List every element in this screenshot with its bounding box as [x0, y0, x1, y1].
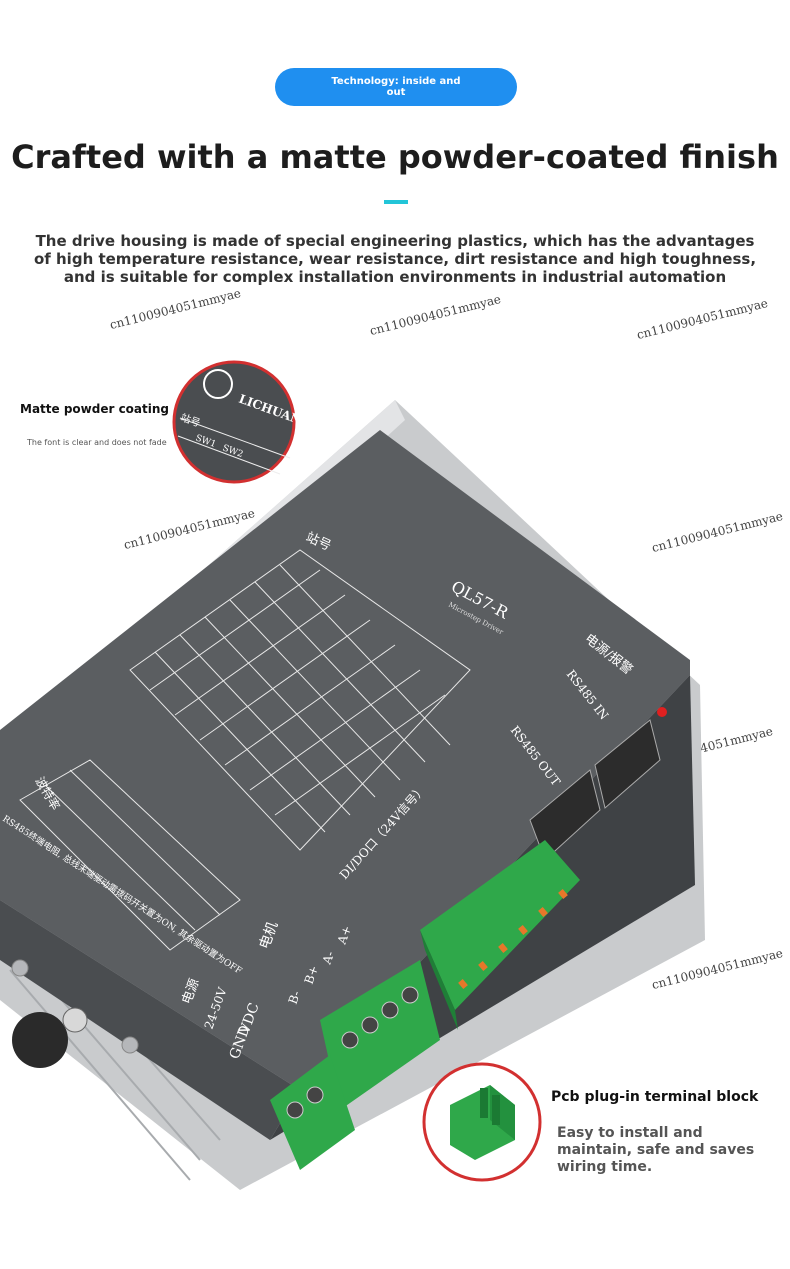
- power-led: [657, 707, 667, 717]
- technology-badge: Technology: inside and out: [275, 68, 517, 106]
- brand-logo-icon: [203, 369, 233, 399]
- coating-callout-subtitle: The font is clear and does not fade: [27, 438, 167, 447]
- driver-body-top: [0, 430, 690, 1090]
- coating-zoom-circle: LICHUAN 站号 SW1 SW2: [172, 360, 298, 484]
- description: The drive housing is made of special eng…: [33, 232, 757, 286]
- pcb-callout-title: Pcb plug-in terminal block: [551, 1089, 759, 1105]
- rj45-ports: [529, 719, 661, 861]
- watermark: cn1100904051mmyae: [368, 291, 503, 339]
- terminal-block-motor: [320, 960, 440, 1110]
- watermark: cn1100904051mmyae: [108, 285, 243, 333]
- motor-pin-a-minus: A-: [319, 949, 337, 967]
- coating-callout-title: Matte powder coating: [20, 402, 170, 416]
- motor-pin-b-minus: B-: [286, 989, 304, 1006]
- pcb-callout-subtitle: Easy to install and maintain, safe and s…: [557, 1125, 755, 1175]
- terminal-block-dido: [420, 840, 580, 1030]
- terminal-block-power: [270, 1055, 355, 1170]
- mount-bracket: [12, 1012, 68, 1068]
- driver-device-illustration: 站号 QL57-R Microstep Driver 电源/报警 RS485 I…: [0, 400, 705, 1190]
- screw-icon: [62, 1007, 88, 1033]
- watermark: cn1100904051mmyae: [635, 295, 770, 343]
- page-title: Crafted with a matte powder-coated finis…: [11, 138, 779, 176]
- dip-switch-table: [19, 549, 471, 951]
- motor-pin-a-plus: A+: [334, 924, 354, 947]
- motor-pin-b-plus: B+: [302, 964, 322, 987]
- title-accent-bar: [384, 200, 408, 204]
- technology-badge-label: Technology: inside and out: [331, 76, 461, 98]
- terminal-zoom-circle: [422, 1062, 542, 1182]
